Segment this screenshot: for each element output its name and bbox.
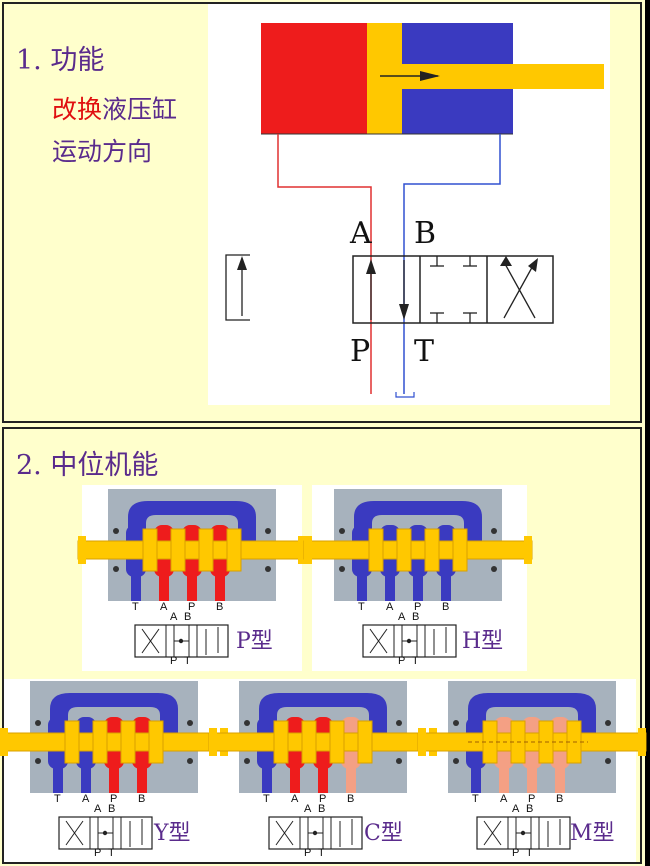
spool-land [226,528,242,572]
port-letter: B [138,793,146,805]
spool-land [273,720,289,764]
symbol-port-bottom: P [512,847,520,859]
port-letter: P [528,793,536,805]
symbol-port-bottom: T [526,847,533,859]
valve-symbol-M型 [476,816,571,850]
port-b-label: B [414,216,437,251]
spool-land [64,720,80,764]
port-letter: B [556,793,564,805]
spool-land [148,720,164,764]
spool [303,540,533,560]
symbol-port-top: A [398,611,406,623]
port-letter: B [216,601,224,613]
piston [367,23,402,134]
spool-land [452,528,468,572]
port-letter: T [358,601,365,613]
function-text-line2: 运动方向 [52,137,153,166]
symbol-port-top: A [170,611,178,623]
section-function-title: 1. 功能 [16,45,105,76]
valve-symbol-P型 [134,624,229,658]
port-letter: A [82,793,90,805]
valve-symbol-H型 [362,624,457,658]
spool-land [301,720,317,764]
port-letter: T [263,793,270,805]
spool-land [396,528,412,572]
function-keyword: 改换 [52,95,103,124]
symbol-port-top: B [108,803,116,815]
section-function: 1. 功能 改换液压缸 运动方向 [2,2,642,423]
spool-land [120,720,136,764]
cylinder-red-chamber [261,23,367,134]
port-letter: B [442,601,450,613]
valve-symbol-Y型 [58,816,153,850]
middle-function-type-label: M型 [570,821,615,846]
port-letter: A [500,793,508,805]
function-text-rest: 液压缸 [102,95,178,124]
symbol-port-bottom: P [170,655,178,667]
port-letter: A [386,601,394,613]
symbol-port-bottom: T [108,847,115,859]
cylinder-valve-diagram [261,23,604,398]
symbol-port-top: B [412,611,420,623]
port-a-label: A [350,216,372,251]
symbol-port-top: B [318,803,326,815]
spool-land [368,528,384,572]
spool-land [92,720,108,764]
symbol-port-bottom: T [318,847,325,859]
port-letter: P [110,793,118,805]
cylinder-valve-panel: A B P T [208,4,610,405]
port-p-label: P [350,334,371,369]
symbol-port-top: A [94,803,102,815]
right-edge-strip [645,0,650,866]
port-letter: T [54,793,61,805]
middle-function-type-label: Y型 [154,821,191,846]
valve-body-P型 [77,489,307,601]
valve-body-H型 [303,489,533,601]
spool [77,540,307,560]
valve-body-M型 [417,681,647,793]
symbol-port-bottom: T [184,655,191,667]
spool-position-bracket [225,254,250,321]
symbol-port-bottom: P [398,655,406,667]
port-letter: P [414,601,422,613]
valve-body-Y型 [0,681,229,793]
spool [208,732,438,752]
port-letter: A [291,793,299,805]
port-letter: P [188,601,196,613]
port-t-label: T [414,334,435,369]
middle-function-type-label: H型 [462,629,504,654]
spool-land [142,528,158,572]
symbol-port-top: A [512,803,520,815]
symbol-port-bottom: P [94,847,102,859]
valve-body-C型 [208,681,438,793]
spool-land [424,528,440,572]
spool-land [170,528,186,572]
function-text-line1: 改换液压缸 [52,90,177,126]
spool-land [329,720,345,764]
port-letter: B [347,793,355,805]
port-letter: T [472,793,479,805]
port-letter: A [160,601,168,613]
valve-symbol-C型 [268,816,363,850]
port-letter: T [132,601,139,613]
section-middle-title: 2. 中位机能 [16,450,159,481]
port-letter: P [319,793,327,805]
direction-arrow [420,71,440,81]
valve-symbol [352,255,554,324]
spool [0,732,229,752]
middle-function-type-label: P型 [236,629,273,654]
symbol-port-top: B [184,611,192,623]
symbol-port-bottom: T [412,655,419,667]
spool-land [357,720,373,764]
tank-symbol [395,392,415,398]
symbol-port-bottom: P [304,847,312,859]
symbol-port-top: B [526,803,534,815]
middle-function-type-label: C型 [364,821,403,846]
spool-land [198,528,214,572]
symbol-port-top: A [304,803,312,815]
